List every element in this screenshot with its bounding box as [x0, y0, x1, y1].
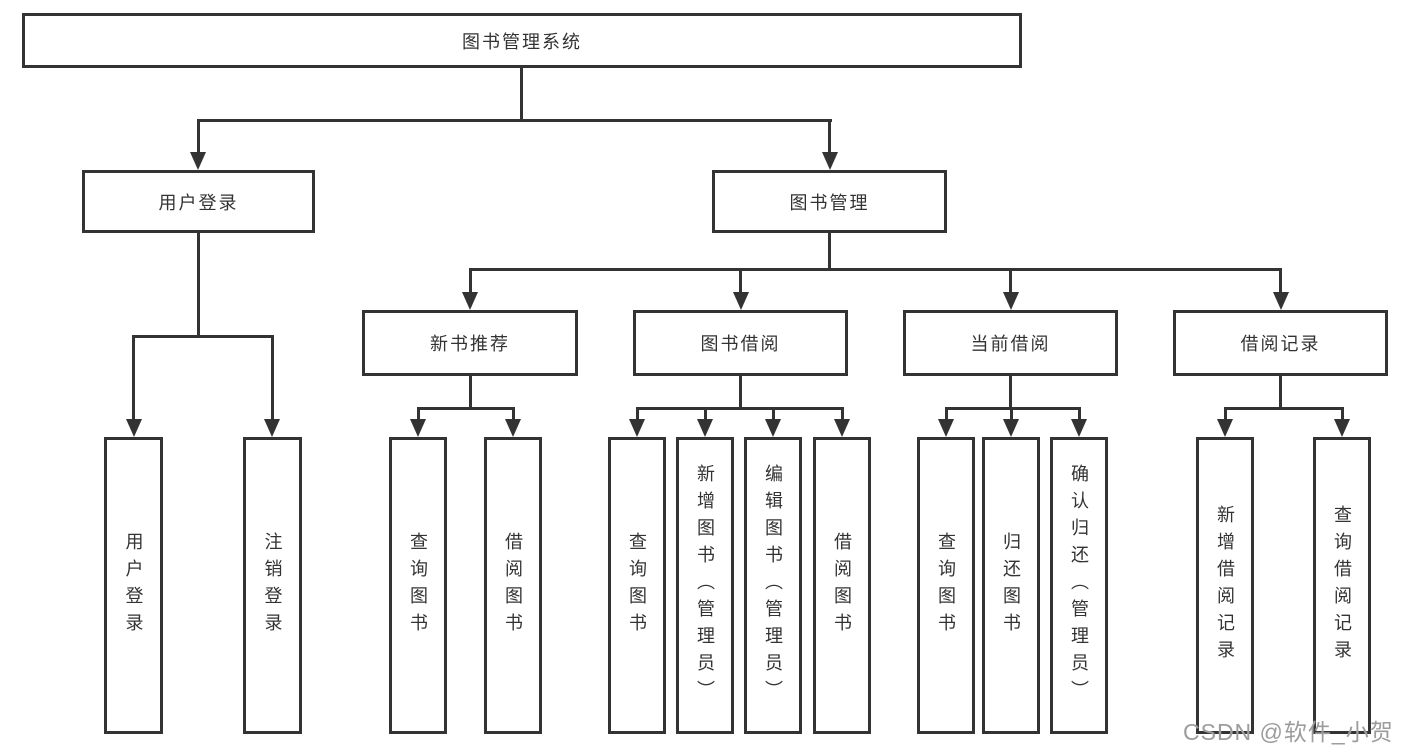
connector-drop [416, 407, 420, 419]
connector-book-mgmt-stem [828, 233, 831, 268]
connector-records-bus [1223, 407, 1344, 410]
connector-drop-user-login [196, 119, 200, 154]
connector-drop [703, 407, 707, 419]
node-add-books-admin: 新增图书（管理员） [676, 437, 734, 734]
arrowhead-down-icon [821, 152, 838, 170]
connector-drop-book-borrow [739, 268, 742, 292]
arrowhead-down-icon [505, 419, 521, 437]
node-user-login: 用户登录 [82, 170, 315, 233]
node-return-books: 归还图书 [982, 437, 1040, 734]
connector-drop [1223, 407, 1227, 419]
node-borrow-books-recommend: 借阅图书 [484, 437, 542, 734]
arrowhead-down-icon [1003, 419, 1019, 437]
node-query-books-current: 查询图书 [917, 437, 975, 734]
arrowhead-down-icon [732, 292, 749, 310]
connector-borrowing-bus [635, 407, 844, 410]
connector-root-bus [196, 119, 832, 122]
connector-drop [1009, 407, 1013, 419]
arrowhead-down-icon [190, 152, 206, 170]
arrowhead-down-icon [462, 292, 478, 310]
connector-user-login-stem [197, 233, 200, 335]
node-user-login-leaf: 用户登录 [104, 437, 163, 734]
node-query-books-borrowing: 查询图书 [608, 437, 666, 734]
node-new-book-recommendation: 新书推荐 [362, 310, 578, 376]
arrowhead-down-icon [1071, 419, 1087, 437]
connector-book-mgmt-bus [468, 268, 1282, 271]
connector-recommend-stem [468, 376, 472, 407]
connector-drop-book-management [828, 119, 831, 154]
arrowhead-down-icon [1272, 292, 1289, 310]
connector-drop [944, 407, 948, 419]
arrowhead-down-icon [697, 419, 713, 437]
node-library-management-system: 图书管理系统 [22, 13, 1022, 68]
node-book-borrowing: 图书借阅 [633, 310, 848, 376]
connector-recommend-bus [416, 407, 515, 410]
node-current-borrowing: 当前借阅 [903, 310, 1118, 376]
arrowhead-down-icon [1217, 419, 1233, 437]
node-borrow-books-borrowing: 借阅图书 [813, 437, 871, 734]
connector-drop-current-borrow [1009, 268, 1012, 292]
connector-drop [840, 407, 844, 419]
arrowhead-down-icon [410, 419, 426, 437]
node-logout-leaf: 注销登录 [243, 437, 302, 734]
connector-user-login-bus [132, 335, 274, 338]
arrowhead-down-icon [765, 419, 781, 437]
node-book-management: 图书管理 [712, 170, 947, 233]
arrowhead-down-icon [1002, 292, 1019, 310]
arrowhead-down-icon [125, 419, 142, 437]
connector-drop-login-leaf [132, 335, 135, 419]
connector-records-stem [1279, 376, 1282, 407]
node-confirm-return-admin: 确认归还（管理员） [1050, 437, 1108, 734]
arrowhead-down-icon [264, 419, 280, 437]
connector-root-stem [519, 68, 523, 119]
arrowhead-down-icon [834, 419, 850, 437]
connector-drop-new-book [468, 268, 472, 292]
connector-drop [511, 407, 515, 419]
connector-drop [771, 407, 775, 419]
node-add-borrow-record: 新增借阅记录 [1196, 437, 1254, 734]
node-query-books-recommend: 查询图书 [389, 437, 447, 734]
connector-current-bus [944, 407, 1081, 410]
connector-drop [1077, 407, 1081, 419]
node-edit-books-admin: 编辑图书（管理员） [744, 437, 802, 734]
arrowhead-down-icon [629, 419, 645, 437]
node-borrowing-records: 借阅记录 [1173, 310, 1388, 376]
node-query-borrow-record: 查询借阅记录 [1313, 437, 1371, 734]
arrowhead-down-icon [1334, 419, 1350, 437]
arrowhead-down-icon [938, 419, 954, 437]
connector-drop [1340, 407, 1344, 419]
connector-drop [635, 407, 639, 419]
csdn-watermark: CSDN @软件_小贺同学 [1183, 719, 1394, 745]
connector-current-stem [1009, 376, 1012, 407]
connector-drop-borrow-records [1279, 268, 1282, 292]
connector-drop-logout-leaf [270, 335, 274, 419]
connector-borrowing-stem [739, 376, 742, 407]
